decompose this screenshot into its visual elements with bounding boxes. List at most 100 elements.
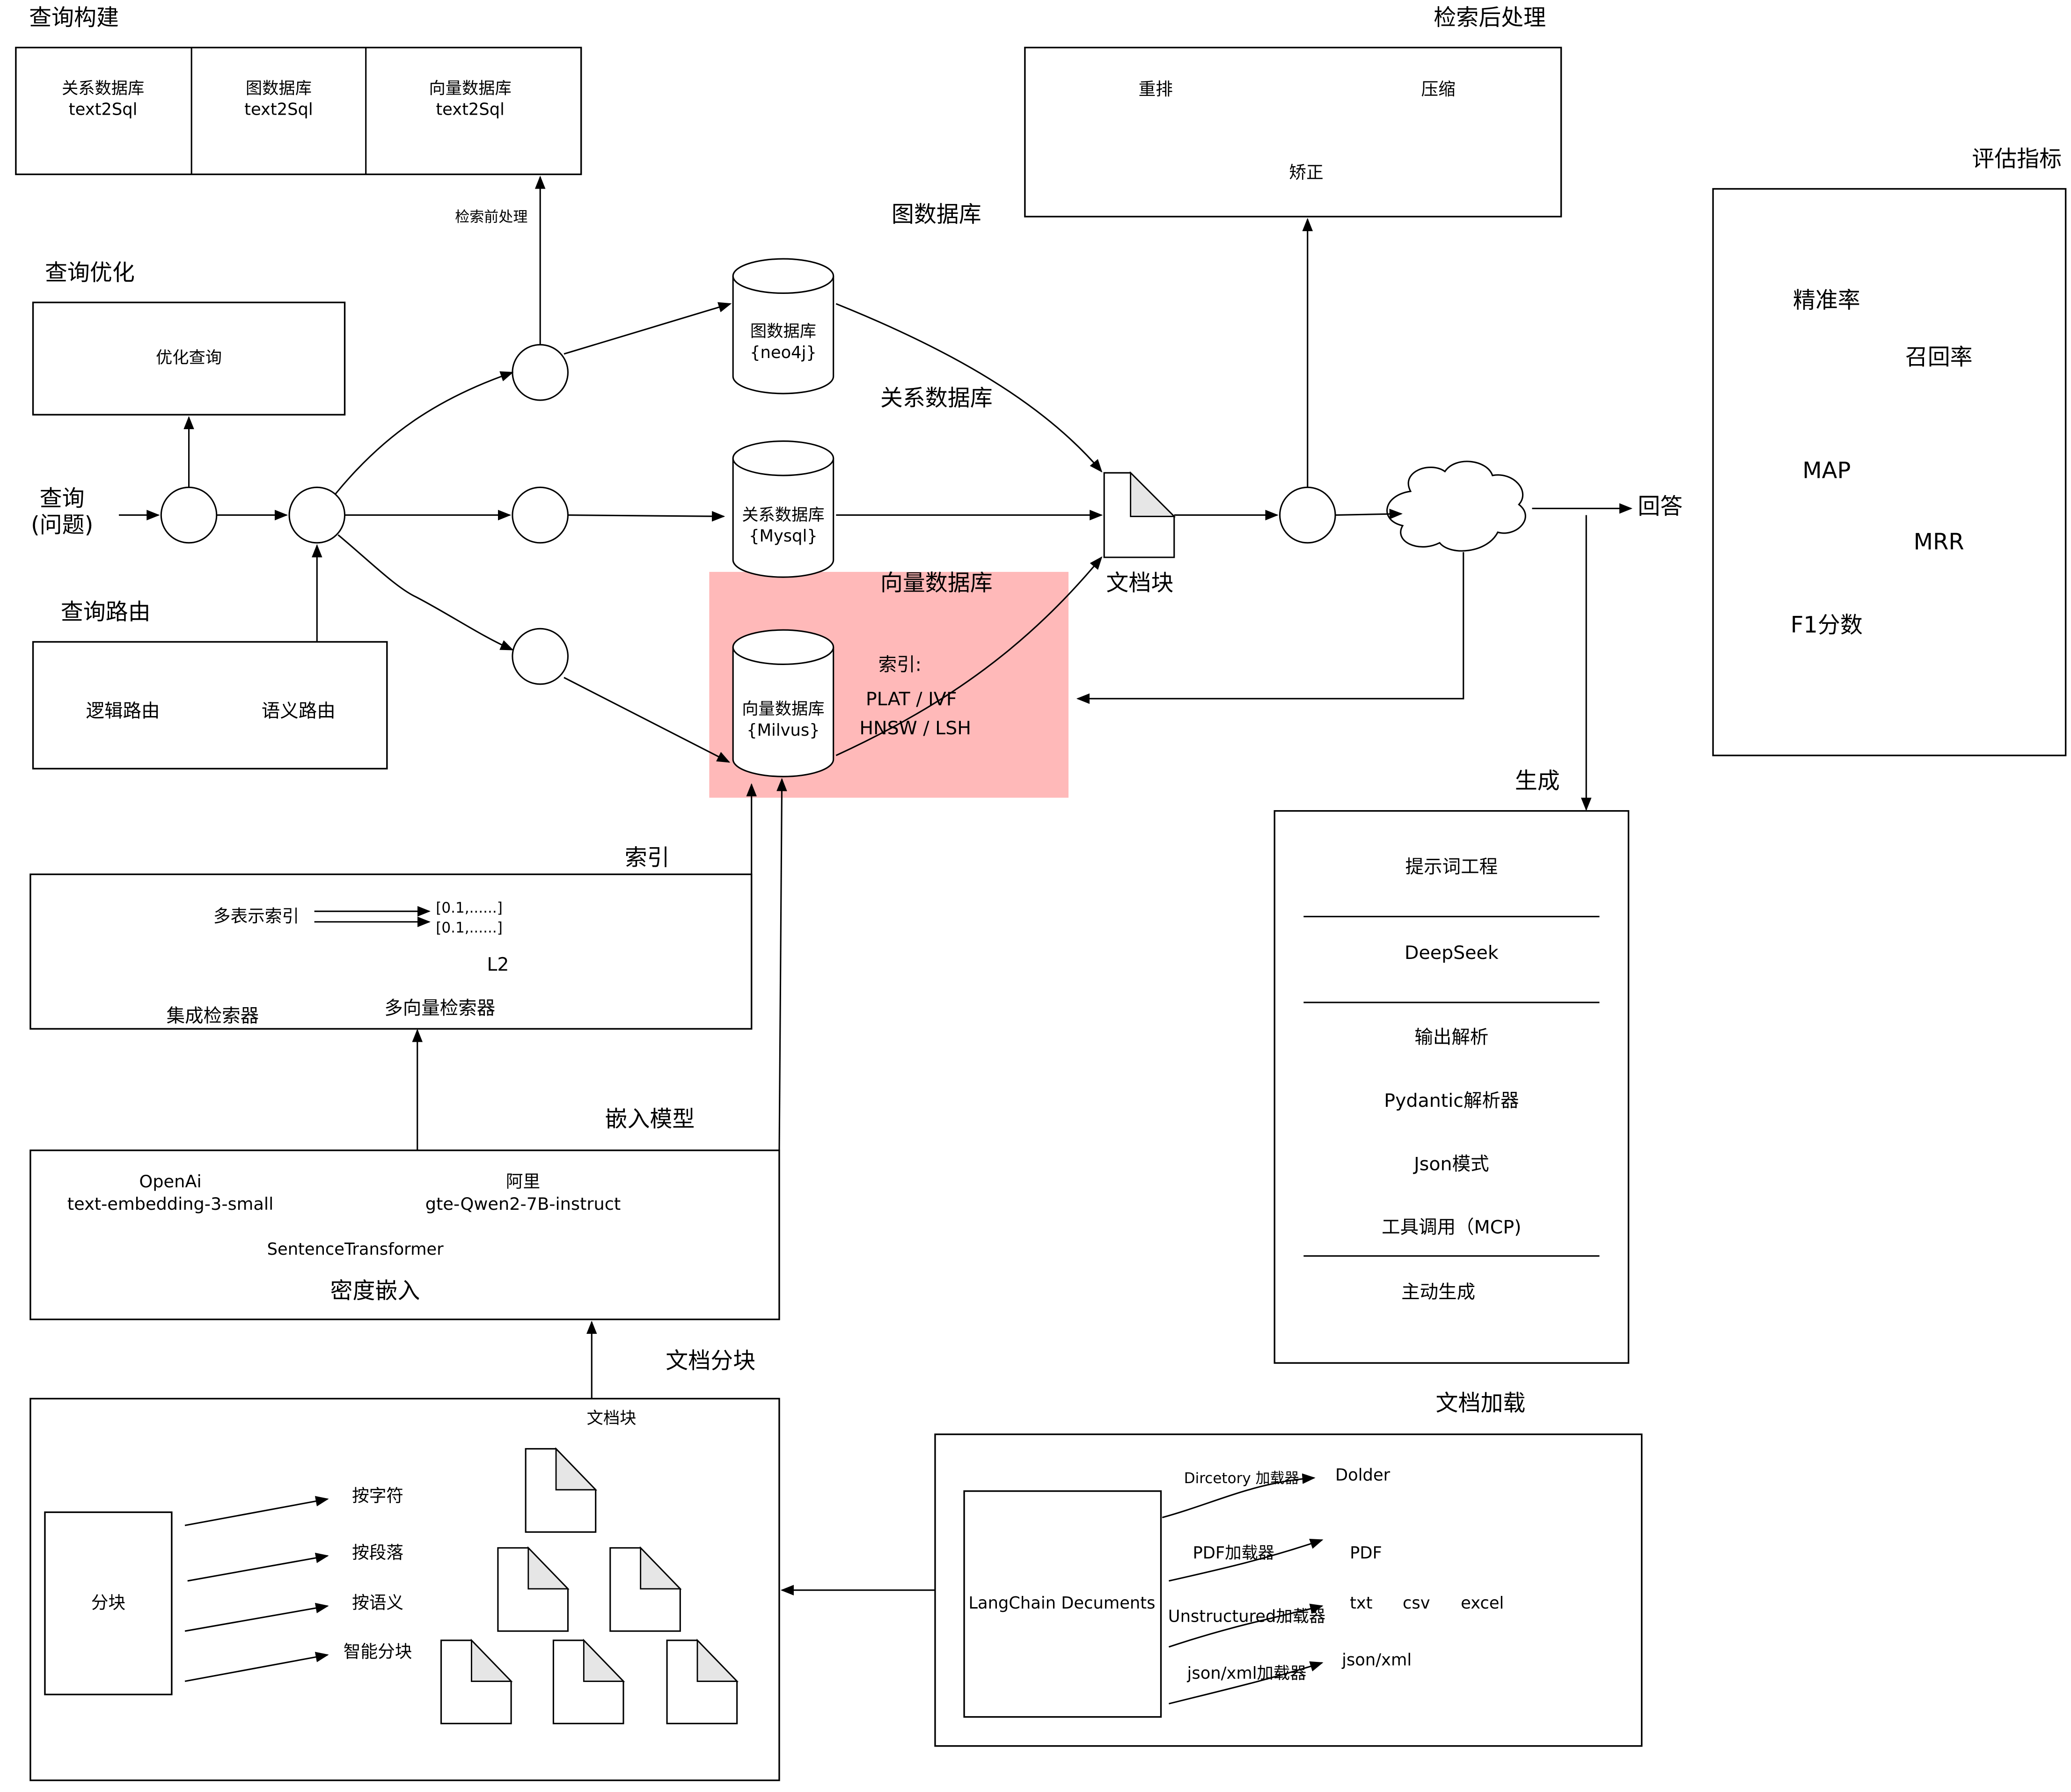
arrow-loader	[1168, 1603, 1324, 1648]
arrow-to-cloud	[1335, 508, 1403, 519]
generation-item: Json模式	[1412, 1153, 1489, 1175]
document-chunk-label: 文档块	[1106, 570, 1173, 596]
dense-embedding-label: 密度嵌入	[330, 1278, 420, 1304]
vector-db-label: 向量数据库	[742, 700, 824, 719]
query-optimization-section: 查询优化 优化查询	[32, 259, 346, 416]
document-icon	[666, 1638, 739, 1725]
index-types-line1: PLAT / IVF	[866, 688, 957, 710]
relational-db-label: 关系数据库	[742, 505, 824, 525]
loader-output-excel: excel	[1461, 1594, 1504, 1613]
ensemble-retriever-label: 集成检索器	[167, 1005, 259, 1027]
f1-label: F1分数	[1791, 612, 1863, 638]
post-retrieval-section: 检索后处理 重排 压缩 矫正	[1024, 5, 1562, 218]
query-construction-title: 查询构建	[29, 5, 119, 31]
arrow-loader	[1169, 1661, 1324, 1704]
flow-node-vector	[512, 628, 569, 685]
index-types-label: 索引:	[878, 654, 922, 676]
vector-db-cylinder	[732, 629, 834, 777]
arrow-loader	[1162, 1473, 1316, 1518]
optimize-query-label: 优化查询	[156, 348, 222, 367]
sentence-transformer-label: SentenceTransformer	[267, 1240, 444, 1259]
loader-label: Unstructured加载器	[1168, 1607, 1325, 1626]
arrow-router-to-vector	[337, 534, 514, 651]
rerank-label: 重排	[1139, 79, 1173, 99]
indexing-section: 索引 多表示索引 [0.1,......] [0.1,......] L2 集成…	[29, 844, 753, 1030]
flow-node-router	[288, 486, 346, 544]
generation-item: 工具调用（MCP)	[1382, 1217, 1521, 1238]
generation-title: 生成	[1515, 768, 1560, 794]
arrow-chunk-method	[184, 1652, 329, 1682]
document-chunk-icon	[1103, 471, 1176, 558]
graph-text2sql-sub: text2Sql	[244, 100, 313, 119]
document-icon	[552, 1638, 625, 1725]
loader-label: PDF加载器	[1193, 1543, 1274, 1563]
graph-db-cylinder	[732, 258, 834, 395]
flow-node-post	[1279, 486, 1336, 544]
multi-vector-retriever-label: 多向量检索器	[384, 997, 495, 1019]
mrr-label: MRR	[1914, 529, 1964, 555]
ali-model: gte-Qwen2-7B-instruct	[425, 1194, 621, 1214]
arrow-chunk-method	[184, 1496, 329, 1526]
chunk-box-label: 分块	[91, 1593, 125, 1613]
generation-section: 生成 提示词工程 DeepSeek 输出解析 Pydantic解析器 Json模…	[1273, 768, 1630, 1364]
logical-routing-label: 逻辑路由	[86, 700, 160, 722]
vector-db-title: 向量数据库	[880, 570, 993, 596]
query-routing-section: 查询路由 逻辑路由 语义路由	[32, 599, 388, 770]
vector-sample: [0.1,......]	[436, 900, 503, 916]
graph-db-label: 图数据库	[750, 322, 816, 341]
generation-item: Pydantic解析器	[1384, 1090, 1519, 1112]
loader-output-jsonxml: json/xml	[1341, 1651, 1412, 1670]
generation-box	[1273, 810, 1630, 1364]
generation-item: 输出解析	[1414, 1026, 1488, 1048]
arrow-to-graph-db	[563, 302, 732, 355]
flow-node-graph	[512, 344, 569, 401]
map-label: MAP	[1802, 458, 1851, 484]
langchain-documents-box	[963, 1490, 1162, 1718]
arrow-graph-to-chunk	[835, 303, 1103, 473]
query-construction-section: 查询构建 关系数据库 text2Sql 图数据库 text2Sql 向量数据库 …	[15, 5, 582, 176]
loader-label: Dircetory 加载器	[1184, 1470, 1299, 1487]
answer-label: 回答	[1638, 493, 1683, 519]
embedding-section: 嵌入模型 OpenAi text-embedding-3-small 阿里 gt…	[29, 1106, 780, 1320]
correct-label: 矫正	[1289, 162, 1323, 183]
graph-db-sub: {neo4j}	[750, 343, 817, 362]
vector-sample: [0.1,......]	[436, 919, 503, 936]
chunk-method: 按段落	[352, 1543, 403, 1563]
embedding-title: 嵌入模型	[605, 1106, 695, 1132]
loader-output-dolder: Dolder	[1335, 1465, 1390, 1485]
semantic-routing-label: 语义路由	[262, 700, 336, 722]
query-label: 查询	[40, 485, 85, 512]
arrow-router-to-graph	[335, 371, 514, 495]
flow-node-relational	[512, 486, 569, 544]
compress-label: 压缩	[1421, 79, 1455, 99]
indexing-box	[29, 873, 753, 1030]
openai-label: OpenAi	[139, 1171, 201, 1192]
indexing-title: 索引	[625, 844, 670, 870]
document-icon	[497, 1546, 570, 1632]
vector-text2sql-label: 向量数据库	[429, 79, 511, 98]
query-optimization-title: 查询优化	[45, 259, 135, 285]
chunk-box	[44, 1511, 173, 1696]
loader-output-pdf: PDF	[1350, 1543, 1382, 1563]
relational-db-cylinder	[732, 440, 834, 578]
connectors	[118, 176, 1632, 1704]
precision-label: 精准率	[1793, 287, 1860, 314]
arrow-cloud-feedback	[1076, 552, 1464, 704]
embedding-box	[29, 1149, 780, 1320]
ali-label: 阿里	[506, 1171, 540, 1192]
chunking-section: 文档分块 文档块 分块 按字符 按段落 按语义 智能分块	[29, 1348, 780, 1781]
query-routing-box	[32, 641, 388, 770]
rel-text2sql-sub: text2Sql	[69, 100, 138, 119]
query-construction-box	[15, 46, 582, 176]
pre-retrieval-label: 检索前处理	[455, 209, 527, 226]
document-icon	[609, 1546, 682, 1632]
graph-db-title: 图数据库	[892, 201, 981, 227]
document-icon	[440, 1638, 513, 1725]
query-optimization-box	[32, 301, 346, 416]
rel-text2sql-label: 关系数据库	[62, 79, 144, 98]
post-retrieval-title: 检索后处理	[1434, 5, 1546, 31]
vector-db-sub: {Milvus}	[746, 721, 820, 740]
evaluation-title: 评估指标	[1972, 146, 2062, 172]
flow-node-query	[160, 486, 218, 544]
